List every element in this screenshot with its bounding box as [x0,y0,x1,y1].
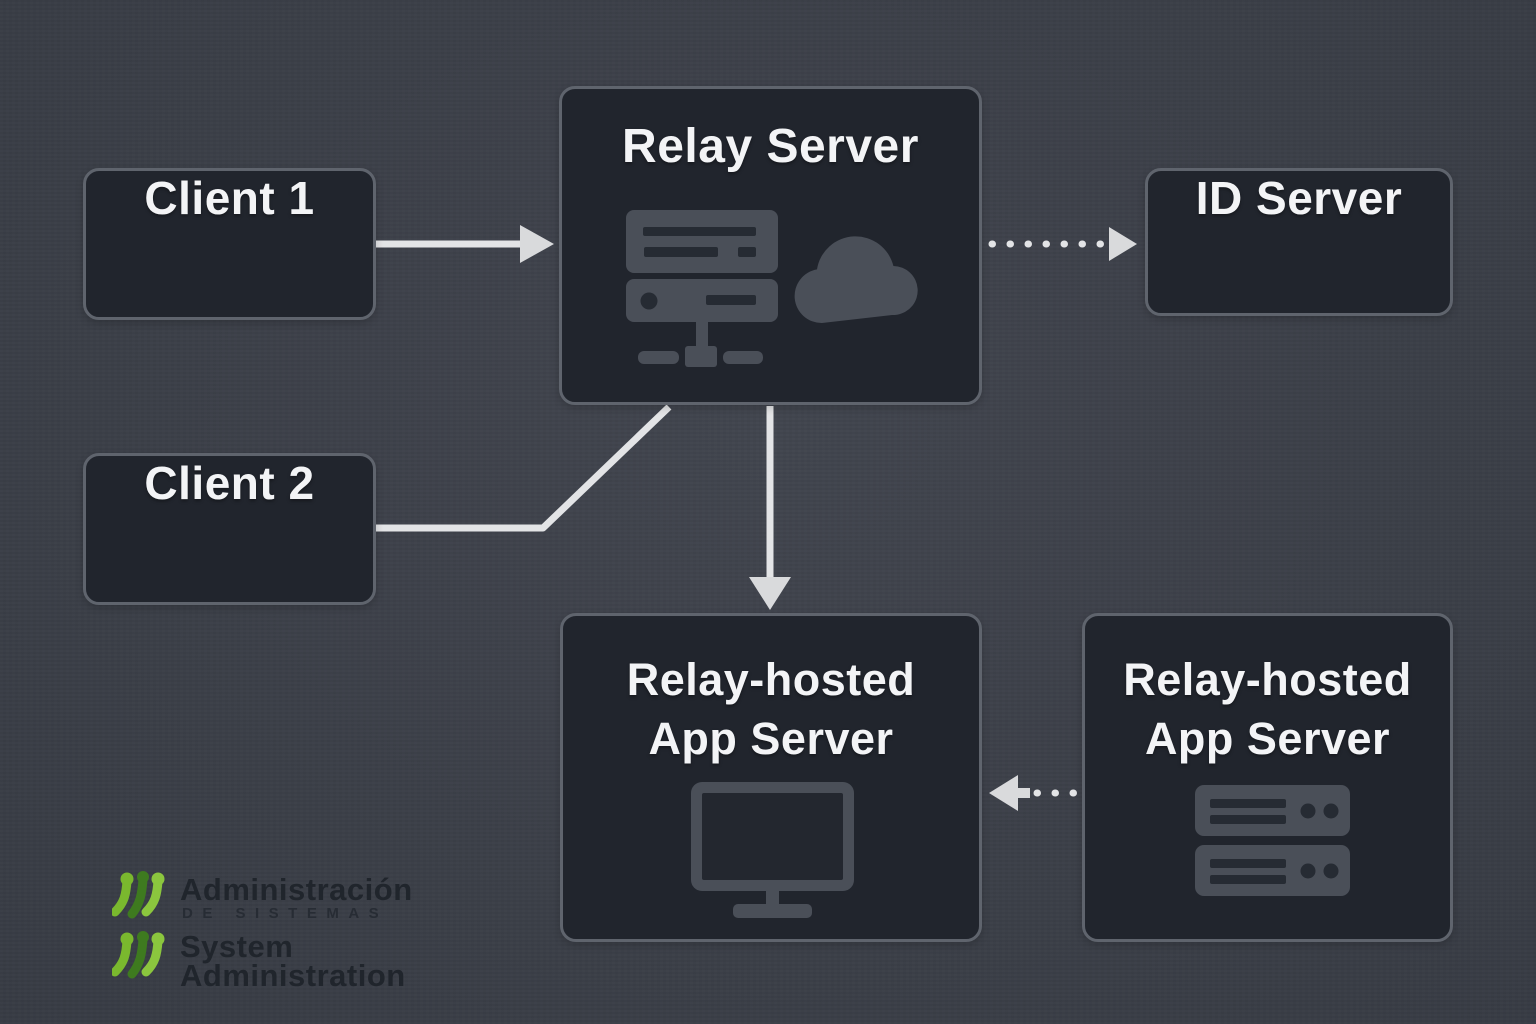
edge-relay-idserver [988,227,1137,261]
edge-relay-appcenter [749,406,791,610]
node-client2-label: Client 2 [144,457,315,509]
logo-text-es: Administración [180,872,413,907]
node-app-server-center-label: Relay-hosted App Server [626,654,916,764]
edge-appright-appcenter [989,775,1086,811]
logo: Administración DE SISTEMAS System Admini… [112,866,472,1006]
logo-text-en: System Administration [180,929,406,993]
server-rack-icon [1195,785,1350,897]
node-client1-label: Client 1 [144,172,315,224]
node-app-server-right: Relay-hosted App Server [1082,613,1453,942]
logo-hooks-icon [112,930,168,986]
monitor-icon [691,782,854,919]
node-app-server-right-label: Relay-hosted App Server [1123,654,1412,764]
node-app-server-center: Relay-hosted App Server [560,613,982,942]
logo-hooks-icon [112,870,168,926]
node-relay-server: Relay Server [559,86,982,405]
node-client1: Client 1 [83,168,376,320]
node-id-server: ID Server [1145,168,1453,316]
logo-subtext-es: DE SISTEMAS [182,905,389,922]
edge-client1-relay [376,225,554,263]
node-relay-server-label: Relay Server [622,120,919,173]
server-network-icon [626,210,778,368]
node-client2: Client 2 [83,453,376,605]
cloud-icon [789,228,927,324]
node-id-server-label: ID Server [1195,172,1403,224]
edge-client2-relay [376,404,672,532]
